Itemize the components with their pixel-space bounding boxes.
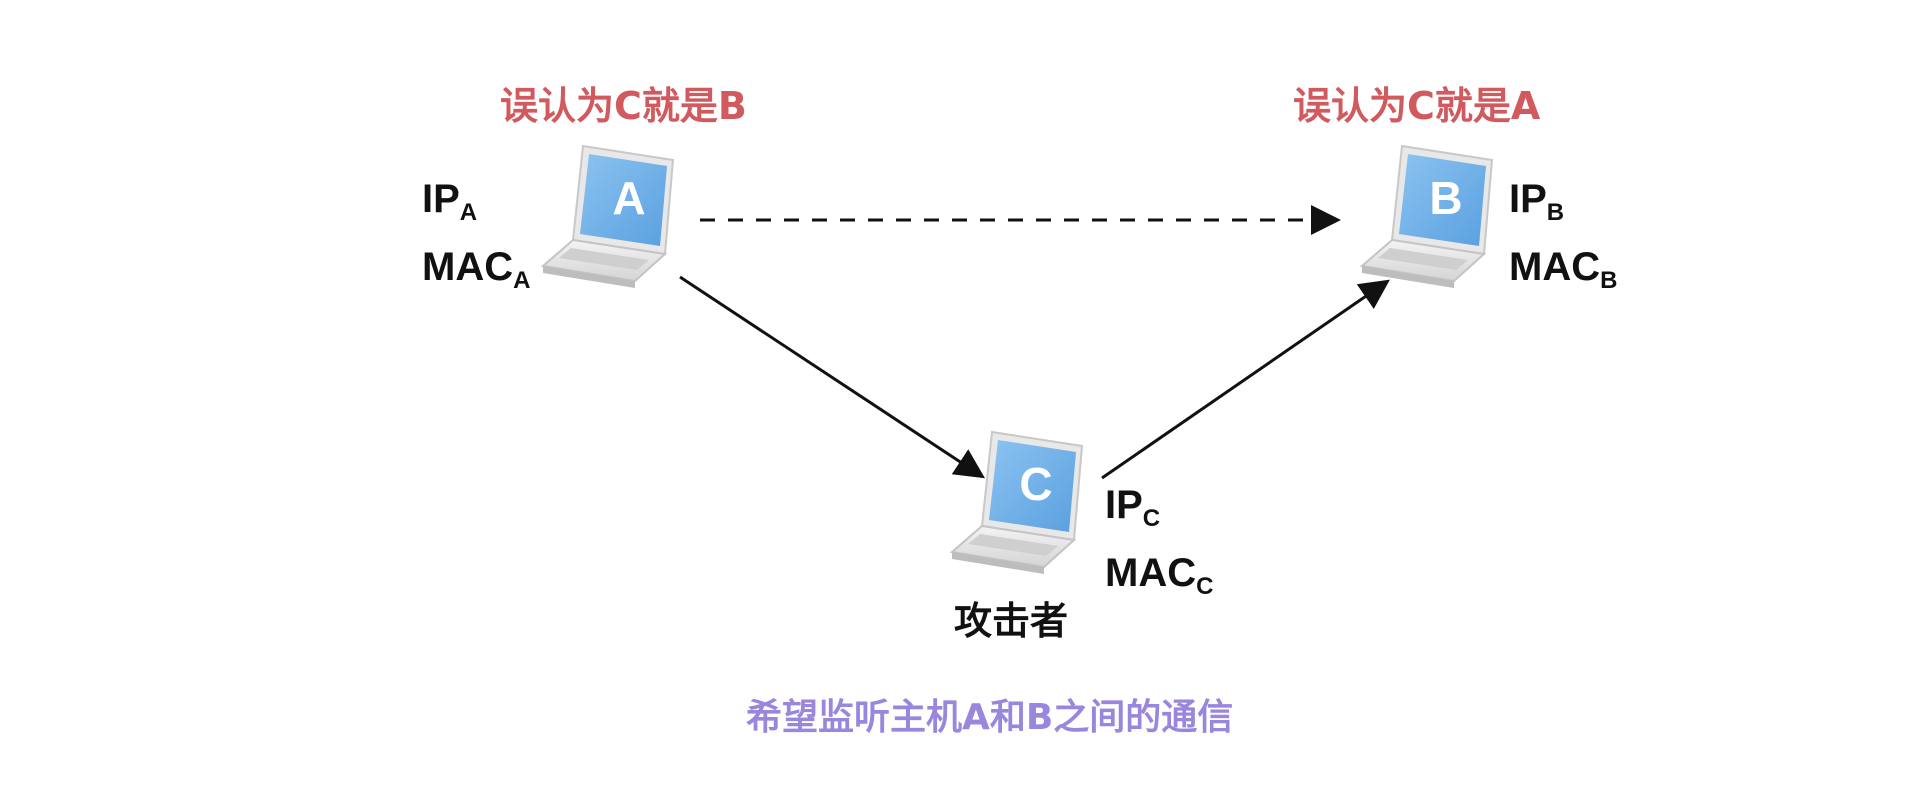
host-c-address: IPC MACC bbox=[1105, 478, 1213, 614]
host-a-note: 误认为C就是B bbox=[500, 84, 747, 128]
host-c-mac: MACC bbox=[1105, 551, 1214, 600]
host-b-address: IPB MACB bbox=[1509, 172, 1617, 308]
host-c-letter: C bbox=[1019, 458, 1052, 510]
laptop-icon: B bbox=[1361, 145, 1493, 289]
laptop-icon: A bbox=[542, 145, 674, 289]
laptop-icon: C bbox=[951, 431, 1083, 575]
host-a-letter: A bbox=[612, 172, 645, 224]
host-a-address: IPA MACA bbox=[422, 172, 530, 308]
host-a-ip: IPA bbox=[422, 177, 478, 226]
host-b-mac: MACB bbox=[1509, 245, 1618, 294]
caption: 希望监听主机A和B之间的通信 bbox=[746, 697, 1234, 738]
host-b-ip: IPB bbox=[1509, 177, 1565, 226]
host-c-ip: IPC bbox=[1105, 483, 1161, 532]
arrow-c-to-b bbox=[1101, 279, 1390, 480]
host-b-note: 误认为C就是A bbox=[1293, 84, 1541, 128]
host-b-letter: B bbox=[1429, 172, 1462, 224]
host-a-mac: MACA bbox=[422, 245, 531, 294]
arrow-a-to-c bbox=[679, 275, 986, 479]
attacker-label: 攻击者 bbox=[954, 599, 1069, 643]
